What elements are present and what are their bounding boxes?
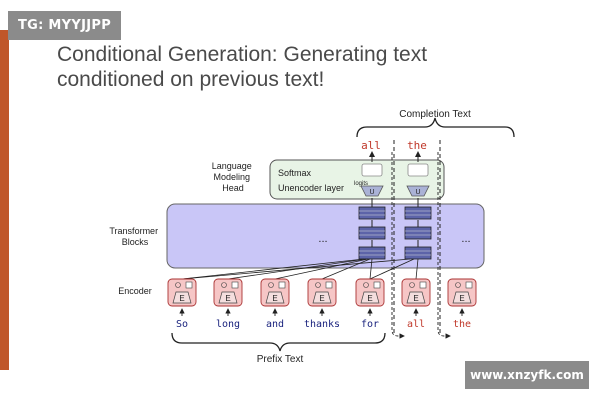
completion-text-label: Completion Text: [399, 109, 471, 120]
layer-stack: [404, 198, 432, 260]
transformer-ellipsis: ...: [318, 233, 327, 245]
token-word: long: [216, 319, 240, 330]
encoder-box: E: [307, 278, 337, 307]
transformer-ellipsis: ...: [461, 233, 470, 245]
prefix-brace: [171, 332, 386, 352]
encoder-box: E: [447, 278, 477, 307]
token-word: the: [453, 319, 471, 330]
encoder-letter: E: [413, 294, 418, 303]
logits-label: logits: [354, 181, 368, 187]
encoder-letter: E: [319, 294, 324, 303]
unencoder-node: [406, 185, 430, 197]
feedback-arrow: [437, 152, 451, 339]
softmax-node: [361, 163, 383, 177]
token-row: So long and thanks for all the: [176, 319, 471, 330]
encoder-box: E: [260, 278, 290, 307]
encoder-box: E: [355, 278, 385, 307]
lm-head-box: [269, 159, 445, 200]
unencoder-letter: U: [369, 189, 374, 196]
unencoder-label: Unencoder layer: [278, 183, 344, 193]
prefix-text-label: Prefix Text: [257, 354, 304, 365]
transformer-label: Transformer Blocks: [109, 226, 160, 247]
token-word: and: [266, 319, 284, 330]
feedback-arrow: [391, 152, 405, 339]
output-word: the: [407, 139, 427, 152]
unencoder-node: [360, 185, 384, 197]
encoder-box: E: [401, 278, 431, 307]
encoder-box: E: [213, 278, 243, 307]
lm-head-label: Language Modeling Head: [212, 161, 255, 193]
output-word: all: [361, 139, 381, 152]
token-word: thanks: [304, 319, 340, 330]
token-word: for: [361, 319, 379, 330]
layer-stack: [358, 198, 386, 260]
encoder-letter: E: [225, 294, 230, 303]
encoder-letter: E: [367, 294, 372, 303]
unencoder-letter: U: [415, 189, 420, 196]
softmax-node: [407, 163, 429, 177]
slide-title-line-1: Conditional Generation: Generating text: [57, 43, 428, 66]
token-word: all: [407, 319, 425, 330]
watermark-top: TG: MYYJJPP: [8, 11, 121, 40]
slide-title: Conditional Generation: Generating text …: [57, 42, 527, 92]
slide-accent-bar: [0, 30, 9, 370]
encoder-letter: E: [272, 294, 277, 303]
completion-brace: [356, 117, 515, 138]
token-word: So: [176, 319, 188, 330]
slide-title-line-2: conditioned on previous text!: [57, 68, 325, 91]
watermark-bottom: www.xnzyfk.com: [465, 361, 589, 389]
attention-lines: [181, 258, 419, 280]
encoder-label: Encoder: [118, 286, 152, 296]
encoder-letter: E: [459, 294, 464, 303]
encoder-letter: E: [179, 294, 184, 303]
encoder-box: E: [167, 278, 197, 307]
softmax-label: Softmax: [278, 168, 312, 178]
